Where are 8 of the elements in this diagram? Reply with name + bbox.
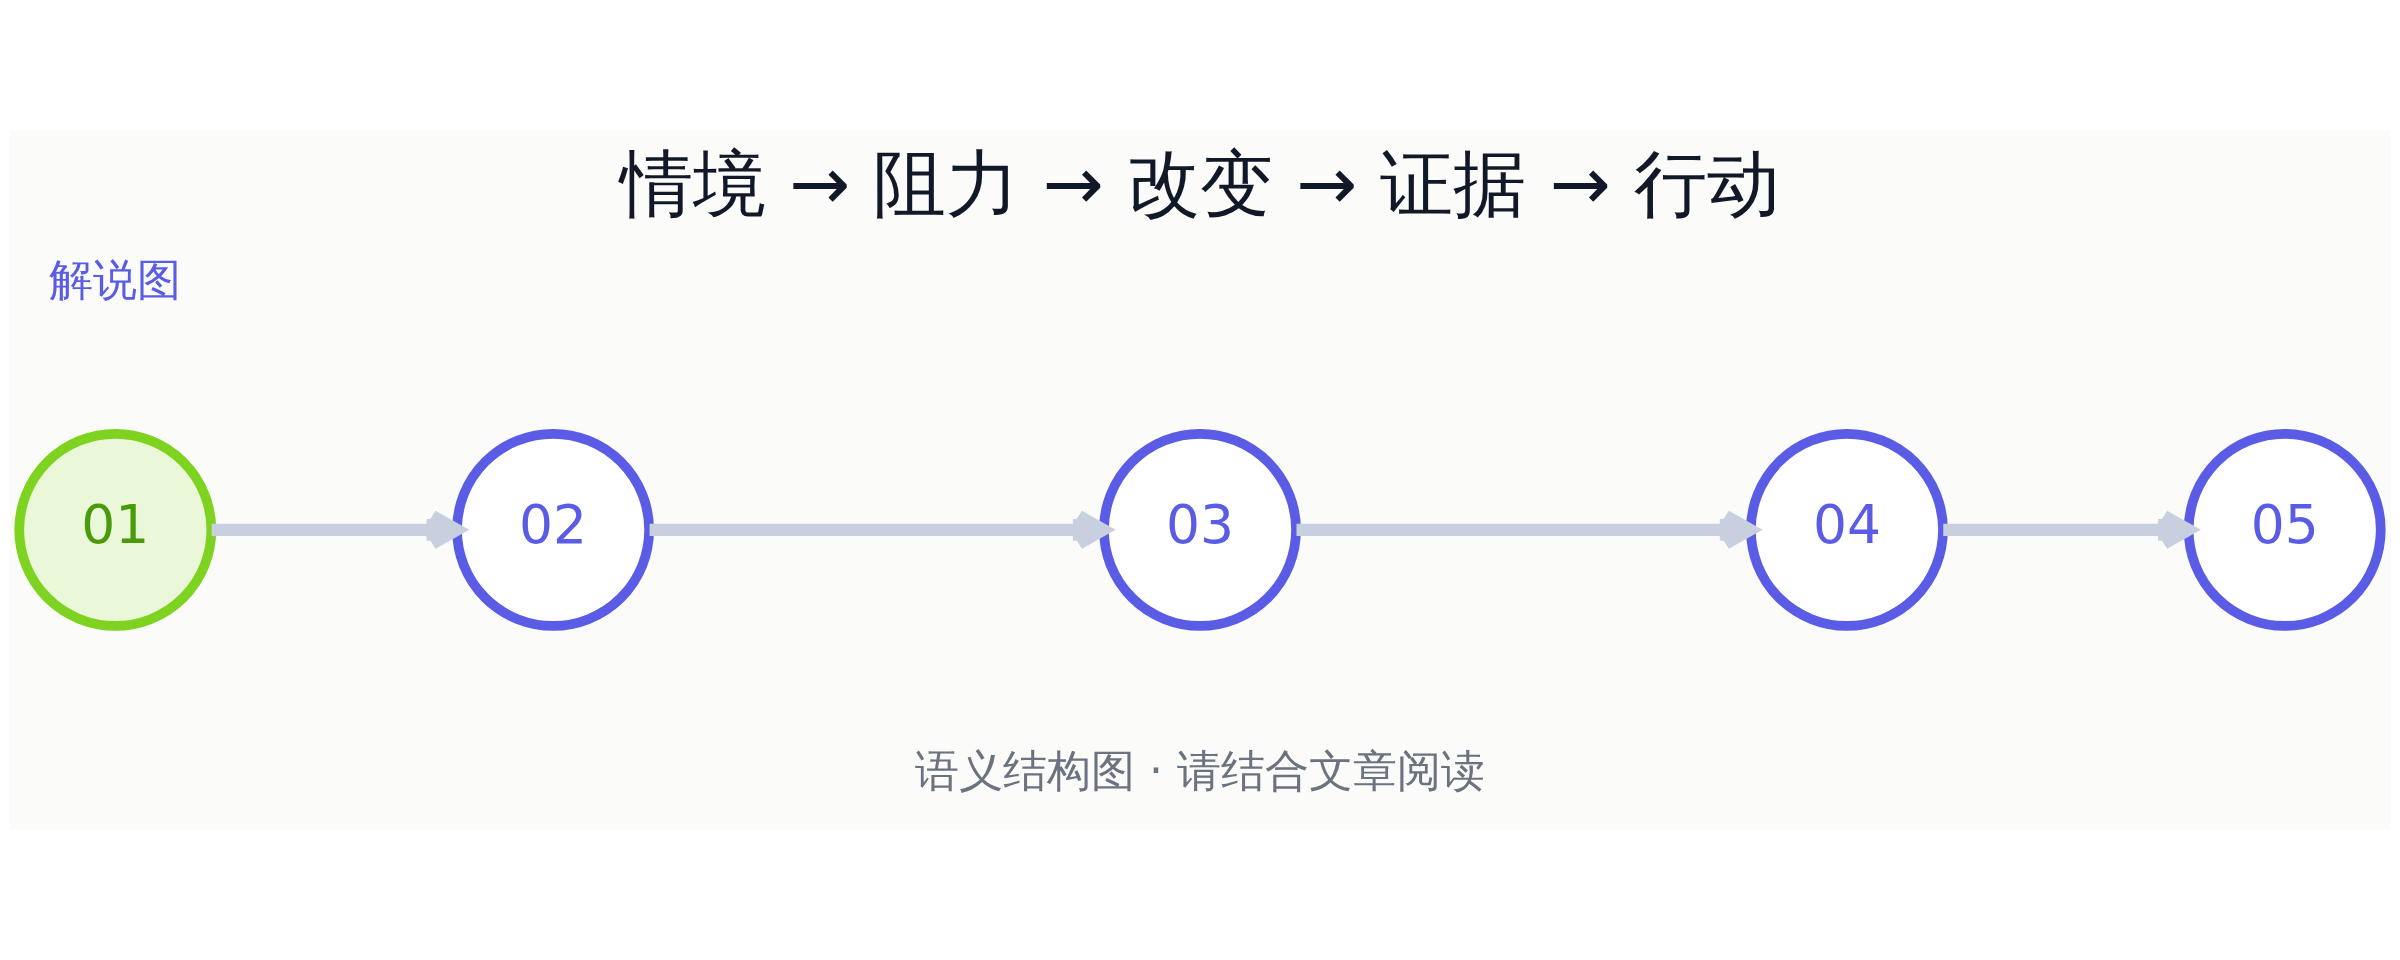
node-circle: 02 <box>452 428 654 631</box>
node-circle: 05 <box>2183 428 2386 631</box>
node-circle: 03 <box>1099 428 1301 631</box>
caption: 语义结构图 · 请结合文章阅读 <box>915 745 1485 797</box>
node-circle: 01 <box>14 428 217 631</box>
label: 解说图 <box>49 253 182 305</box>
node-circle: 04 <box>1746 428 1948 631</box>
diagram-title: 情境 → 阻力 → 改变 → 证据 → 行动 <box>619 140 1781 226</box>
